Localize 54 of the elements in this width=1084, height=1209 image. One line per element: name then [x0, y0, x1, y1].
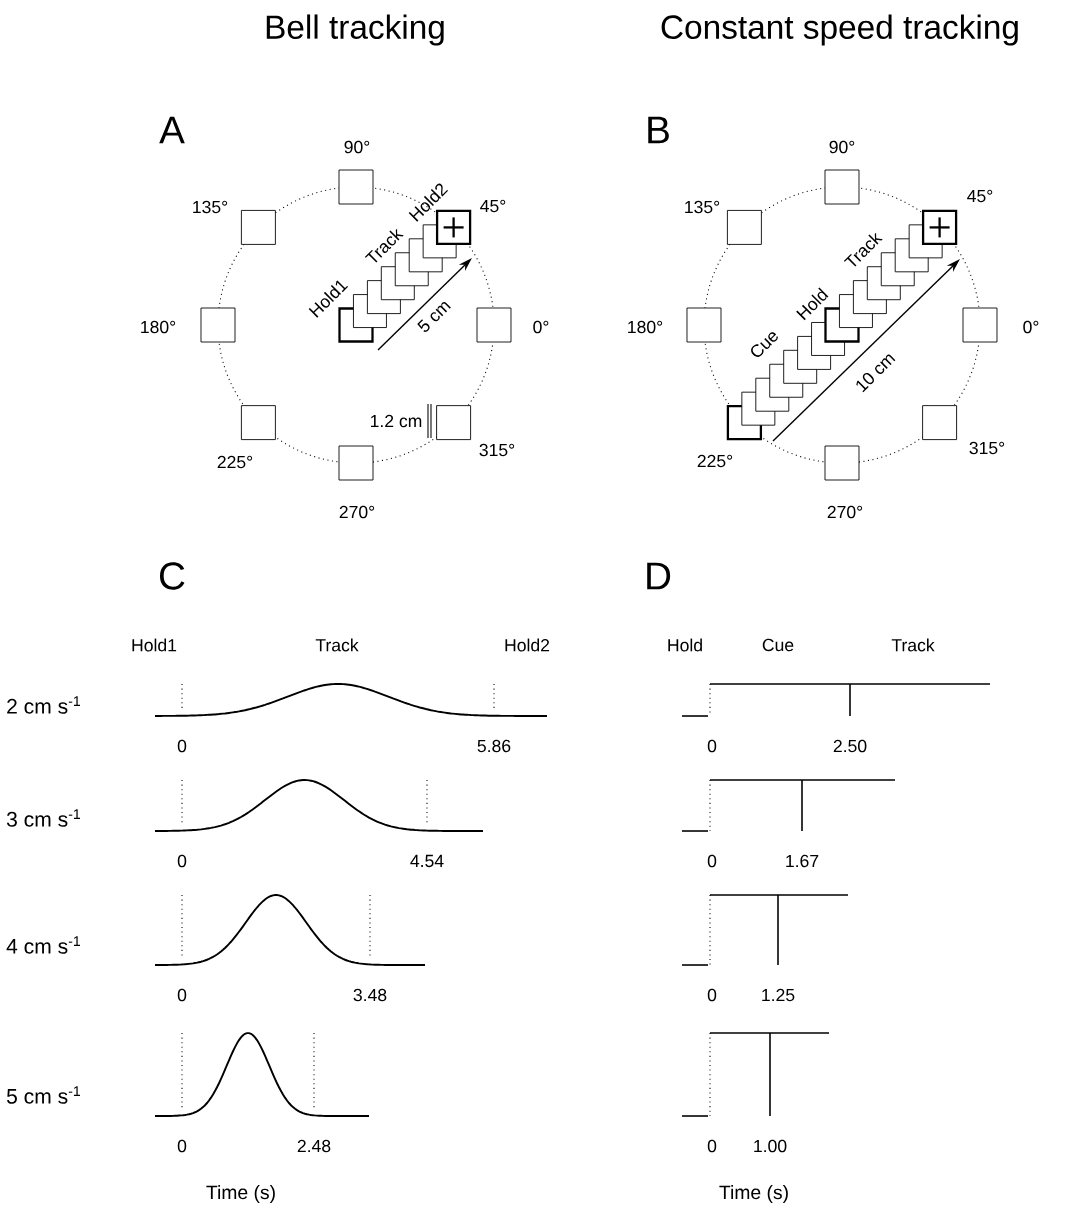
panel-letter: A — [159, 116, 185, 144]
speed-label: 2 cm s$^{-1}$ — [7, 696, 81, 714]
phase-label: Track — [315, 638, 359, 652]
phase-label: Hold — [668, 638, 702, 652]
tick-label: 0 — [707, 1139, 717, 1153]
tick-label: 0 — [707, 988, 717, 1002]
axis-label: Time (s) — [719, 1185, 788, 1203]
angle-label: 315° — [969, 441, 1005, 455]
angle-label: 180° — [141, 320, 176, 334]
angle-label: 315° — [479, 443, 515, 457]
angle-label: 0° — [1023, 320, 1039, 334]
speed-label: 5 cm s$^{-1}$ — [6, 1086, 81, 1104]
tick-label: 0 — [177, 1139, 187, 1153]
tick-label: 2.48 — [297, 1139, 331, 1153]
distance-label: 10 cm — [856, 354, 896, 393]
phase-label: Track — [891, 638, 935, 652]
angle-label: 270° — [339, 505, 375, 519]
angle-label: 90° — [344, 140, 370, 154]
angle-label: 180° — [628, 320, 663, 334]
angle-label: 45° — [967, 189, 993, 203]
tick-label: 1.25 — [762, 988, 795, 1002]
angle-label: 90° — [829, 140, 855, 154]
angle-label: 135° — [193, 200, 228, 214]
distance-label: 5 cm — [417, 301, 451, 332]
phase-label: Cue — [751, 332, 778, 357]
axis-label: Time (s) — [206, 1185, 275, 1203]
tick-label: 0 — [707, 854, 717, 868]
angle-label: 45° — [480, 199, 506, 213]
tick-label: 2.50 — [833, 739, 867, 753]
angle-label: 225° — [697, 454, 733, 468]
phase-label: Hold2 — [505, 638, 550, 652]
tick-label: 5.86 — [477, 739, 511, 753]
angle-label: 135° — [685, 200, 720, 214]
tick-label: 0 — [177, 739, 187, 753]
scale-label: 1.2 cm — [371, 414, 422, 428]
tick-label: 1.00 — [754, 1139, 787, 1153]
tick-label: 0 — [177, 988, 187, 1002]
tick-label: 0 — [177, 854, 187, 868]
heading: Bell tracking — [266, 14, 444, 46]
panel-letter: C — [160, 562, 185, 590]
phase-label: Cue — [762, 638, 794, 652]
speed-label: 4 cm s$^{-1}$ — [6, 936, 81, 954]
panel-letter: B — [648, 116, 669, 144]
heading: Constant speed tracking — [661, 14, 1018, 46]
panel-letter: D — [647, 562, 671, 590]
tick-label: 0 — [707, 739, 717, 753]
angle-label: 0° — [533, 320, 549, 334]
tick-label: 4.54 — [410, 854, 444, 868]
tick-label: 3.48 — [353, 988, 387, 1002]
tick-label: 1.67 — [786, 854, 819, 868]
angle-label: 270° — [827, 505, 863, 519]
phase-label: Hold1 — [132, 638, 177, 652]
angle-label: 225° — [217, 455, 253, 469]
speed-label: 3 cm s$^{-1}$ — [6, 809, 81, 827]
